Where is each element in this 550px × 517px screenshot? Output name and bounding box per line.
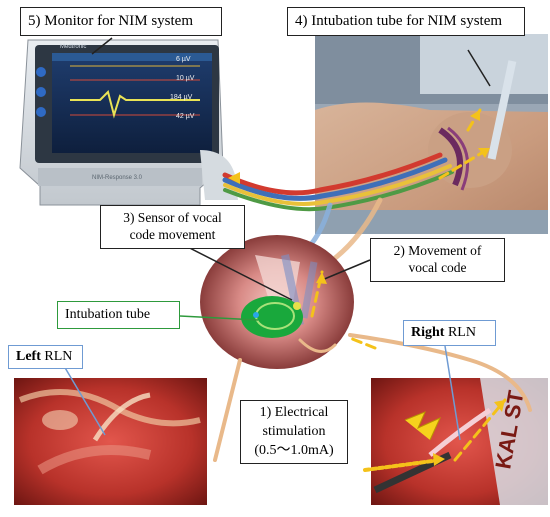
- monitor-label: 5) Monitor for NIM system: [20, 7, 222, 36]
- movement-label-line2: vocal code: [408, 260, 467, 275]
- nim-cable-bundle: [222, 152, 454, 265]
- left-rln-label: Left RLN: [8, 345, 83, 369]
- left-rln-rest: RLN: [40, 349, 73, 364]
- right-rln-bold: Right: [411, 325, 445, 340]
- intubation-nim-label: 4) Intubation tube for NIM system: [287, 7, 525, 36]
- sensor-label-line1: 3) Sensor of vocal: [123, 210, 222, 225]
- monitor-readout-4: 42 µV: [176, 113, 195, 120]
- patient-photo: [315, 34, 548, 234]
- stim-line2: stimulation: [262, 424, 326, 439]
- monitor-model: NIM-Response 3.0: [92, 175, 143, 181]
- right-rln-rest: RLN: [444, 325, 476, 340]
- sensor-label: 3) Sensor of vocal code movement: [100, 205, 245, 249]
- monitor-readout-3: 184 µV: [170, 94, 193, 101]
- left-rln-photo: [14, 378, 207, 505]
- right-rln-photo: KAL ST: [371, 378, 548, 505]
- arrow-heads: [316, 110, 505, 466]
- stim-line1: 1) Electrical: [259, 405, 329, 420]
- monitor-readout-1: 6 µV: [176, 56, 191, 63]
- movement-label-line1: 2) Movement of: [393, 243, 482, 258]
- monitor-readout-2: 10 µV: [176, 75, 195, 82]
- sensor-label-line2: code movement: [129, 227, 216, 242]
- signal-cables: [213, 333, 532, 462]
- left-rln-bold: Left: [16, 349, 41, 364]
- nim-monitor: [19, 39, 238, 206]
- vocal-sensor: [241, 296, 303, 338]
- stim-line3: (0.5〜1.0mA): [254, 443, 334, 458]
- monitor-brand: Medtronic: [60, 44, 87, 50]
- stimulation-label: 1) Electrical stimulation (0.5〜1.0mA): [240, 400, 348, 464]
- return-arrows: [228, 172, 240, 184]
- right-rln-label: Right RLN: [403, 320, 496, 346]
- intubation-tube-label: Intubation tube: [57, 301, 180, 329]
- movement-label: 2) Movement of vocal code: [370, 238, 505, 282]
